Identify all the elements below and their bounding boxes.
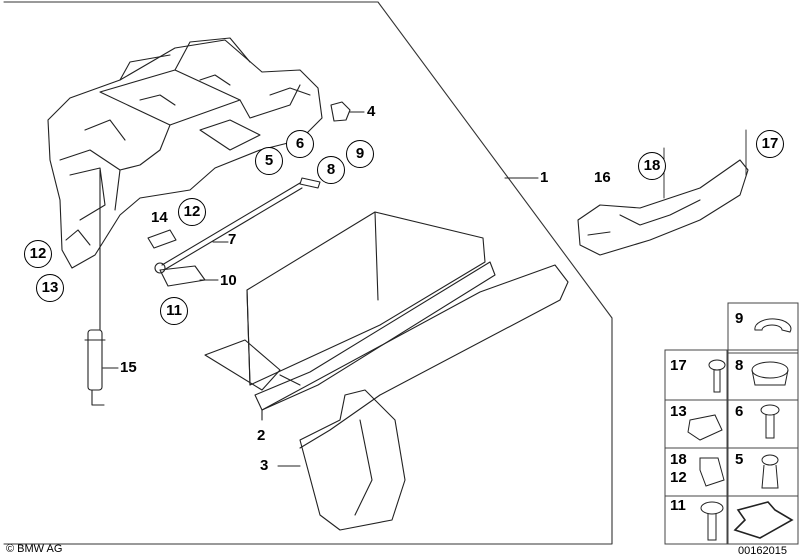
panel-label-8: 8: [735, 357, 744, 374]
washer-9-icon: [754, 318, 792, 333]
callout-14: 14: [151, 209, 168, 226]
part-3-trim: [299, 389, 406, 531]
panel-label-9: 9: [735, 310, 744, 327]
pin-6-icon: [760, 404, 780, 439]
glovebox-housing: [47, 37, 323, 269]
callout-13: 13: [36, 274, 64, 302]
callout-8: 8: [317, 156, 345, 184]
panel-label-5: 5: [735, 451, 744, 468]
diagram-id: 00162015: [738, 545, 787, 557]
callout-1: 1: [540, 169, 549, 186]
pin-5-icon: [761, 454, 779, 489]
panel-label-11: 11: [670, 497, 686, 514]
part-15-damper: [84, 169, 106, 406]
callout-16: 16: [594, 169, 611, 186]
callout-12-upper: 12: [178, 198, 206, 226]
panel-label-13: 13: [670, 403, 687, 420]
part-16-strip: [577, 159, 749, 256]
panel-label-17: 17: [670, 357, 687, 374]
screw-11-icon: [700, 501, 724, 541]
callout-12-lower: 12: [24, 240, 52, 268]
callout-2: 2: [257, 427, 266, 444]
clip-13-icon: [687, 414, 723, 441]
callout-5: 5: [255, 147, 283, 175]
frame-line: [3, 1, 613, 545]
part-8-rod-end: [299, 177, 321, 189]
grommet-8-icon: [751, 361, 789, 386]
callout-17: 17: [756, 130, 784, 158]
callout-7: 7: [228, 231, 237, 248]
clip-18-12-icon: [699, 457, 725, 487]
glovebox-bin: [204, 211, 496, 411]
part-4-clip: [330, 101, 351, 122]
callout-6: 6: [286, 130, 314, 158]
screw-17-icon: [708, 359, 726, 393]
callout-4: 4: [367, 103, 376, 120]
callout-11: 11: [160, 297, 188, 325]
callout-15: 15: [120, 359, 137, 376]
arrow-indicator-icon: [733, 501, 794, 539]
callout-10: 10: [220, 272, 237, 289]
panel-label-18: 18: [670, 451, 687, 468]
callout-3: 3: [260, 457, 269, 474]
panel-part-sketches: [687, 318, 794, 541]
part-2-lid: [261, 264, 569, 449]
part-7-rod: [161, 182, 301, 266]
parts-panel-grid: [664, 302, 799, 545]
panel-label-12: 12: [670, 469, 687, 486]
panel-label-6: 6: [735, 403, 744, 420]
callout-9: 9: [346, 140, 374, 168]
part-14-clip: [147, 229, 177, 249]
part-10-bracket: [159, 265, 206, 287]
copyright-text: © BMW AG: [6, 543, 63, 555]
callout-18: 18: [638, 152, 666, 180]
